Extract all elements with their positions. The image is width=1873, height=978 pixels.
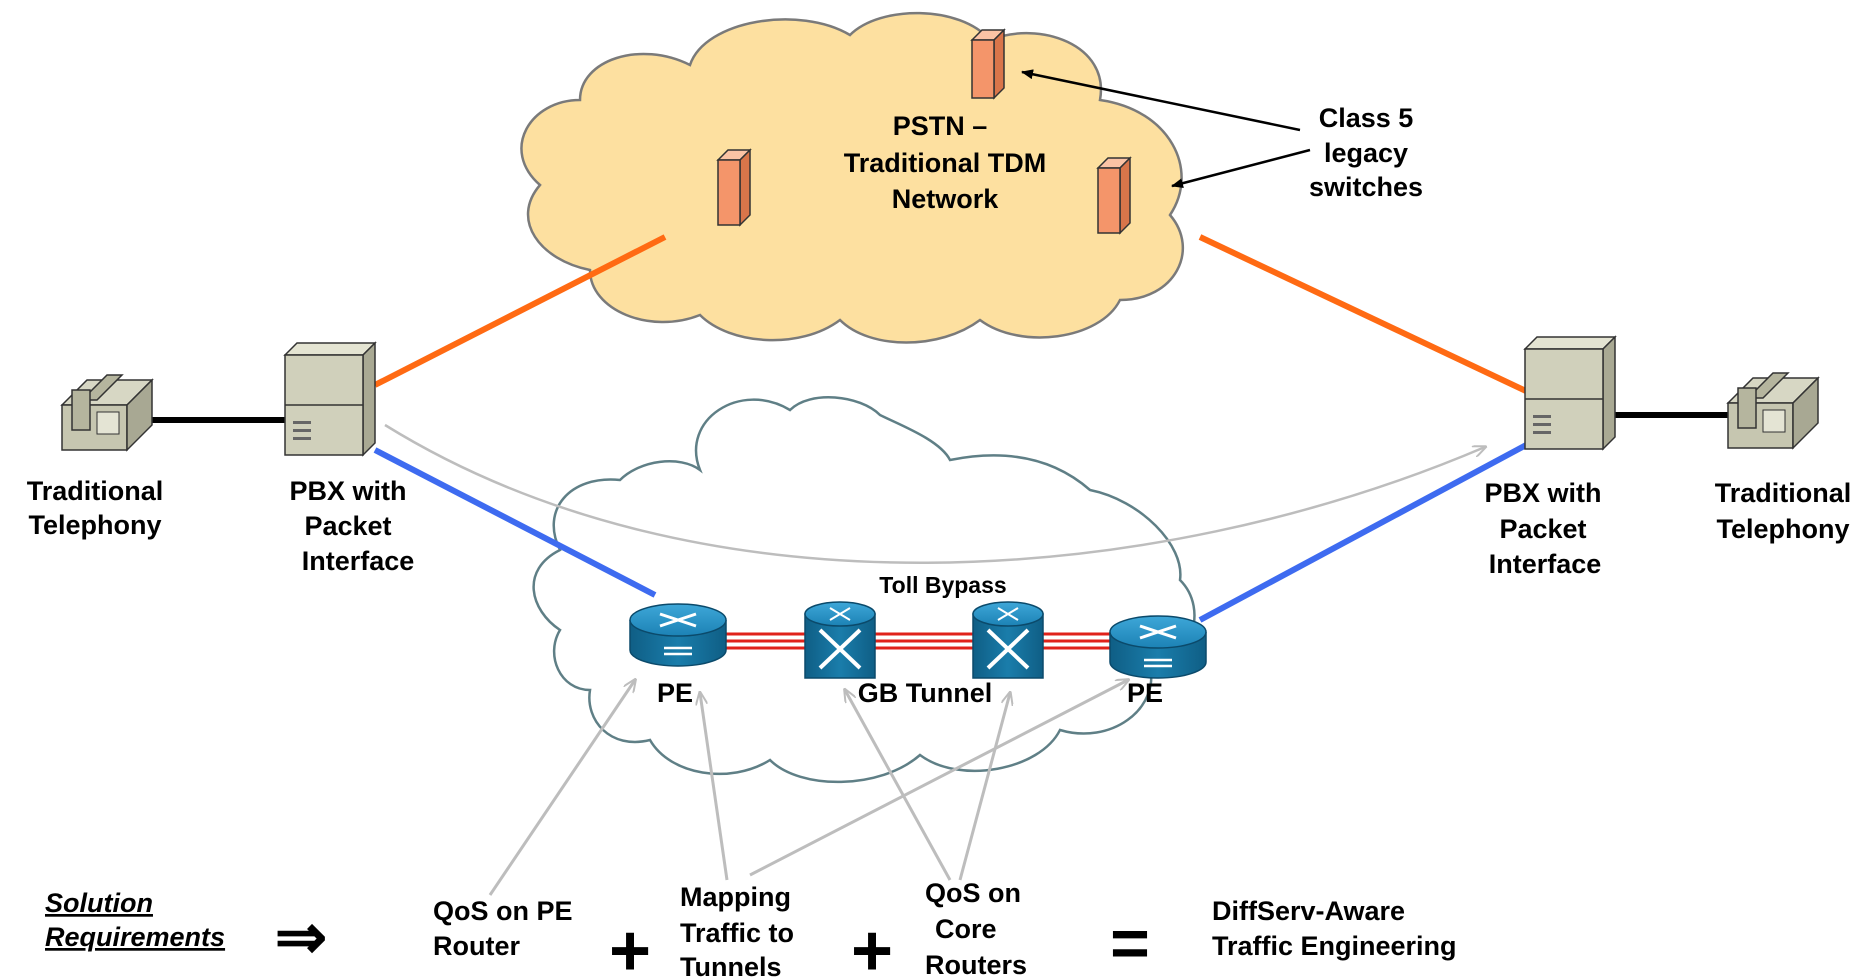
pstn-label-line3: Network <box>892 184 1000 214</box>
solution-label-line1: Solution <box>45 888 153 918</box>
pe-right-label: PE <box>1127 678 1163 708</box>
pstn-label-line2: Traditional TDM <box>844 148 1047 178</box>
pe-router-left-icon <box>629 603 727 667</box>
class5-switch-right <box>1096 156 1132 235</box>
left-pbx-line3: Interface <box>302 546 415 576</box>
class5-arrow-top <box>1021 69 1301 132</box>
plus-sign-1: + <box>609 911 651 978</box>
equals-sign: = <box>1110 905 1150 978</box>
pbx-left-icon <box>283 341 377 457</box>
right-pbx-line1: PBX with <box>1484 478 1601 508</box>
result-line2: Traffic Engineering <box>1212 931 1457 961</box>
pe-router-right-icon <box>1109 615 1207 679</box>
right-telephony-line1: Traditional <box>1715 478 1852 508</box>
toll-bypass-path <box>384 423 1485 564</box>
class5-switch-top <box>970 28 1006 100</box>
req-mapping-line1: Mapping <box>680 882 791 912</box>
core-router-right-icon <box>972 601 1044 679</box>
plus-sign-2: + <box>851 911 893 978</box>
gb-tunnel-line <box>720 632 1120 650</box>
req-qos-core-line2: Core <box>935 914 997 944</box>
class5-label-line1: Class 5 <box>1319 103 1414 133</box>
right-telephony-line2: Telephony <box>1716 514 1849 544</box>
class5-switch-left <box>716 148 752 227</box>
class5-arrow-bottom <box>1171 148 1311 189</box>
req-qos-pe-line2: Router <box>433 931 520 961</box>
req-qos-pe-line1: QoS on PE <box>433 896 573 926</box>
pbx-right-icon <box>1523 335 1617 451</box>
orange-link-right <box>1198 234 1530 395</box>
implies-symbol: ⇒ <box>275 903 327 972</box>
solution-label-line2: Requirements <box>45 922 225 952</box>
left-pbx-line2: Packet <box>304 511 391 541</box>
arrow-mapping-pe-left <box>700 693 729 881</box>
class5-label-line2: legacy <box>1324 138 1408 168</box>
arrow-mapping-pe-right <box>749 680 1128 877</box>
toll-bypass-label: Toll Bypass <box>879 572 1006 598</box>
left-telephony-line1: Traditional <box>27 476 164 506</box>
telephone-left-icon <box>60 374 154 452</box>
pe-left-label: PE <box>657 678 693 708</box>
right-pbx-line3: Interface <box>1489 549 1602 579</box>
left-pbx-line1: PBX with <box>289 476 406 506</box>
blue-link-left <box>373 447 657 598</box>
pstn-label-line1: PSTN – <box>893 111 988 141</box>
telephone-right-icon <box>1726 372 1820 450</box>
class5-label-line3: switches <box>1309 172 1423 202</box>
right-pbx-line2: Packet <box>1499 514 1586 544</box>
gb-tunnel-label: GB Tunnel <box>858 678 993 708</box>
result-line1: DiffServ-Aware <box>1212 896 1405 926</box>
left-telephony-line2: Telephony <box>28 510 161 540</box>
arrow-qos-core-right <box>958 693 1010 881</box>
req-qos-core-line1: QoS on <box>925 878 1021 908</box>
req-mapping-line3: Tunnels <box>680 952 782 978</box>
ip-cloud <box>532 396 1196 784</box>
blue-link-right <box>1198 441 1530 623</box>
req-mapping-line2: Traffic to <box>680 918 794 948</box>
arrow-qos-core-left <box>845 690 952 881</box>
orange-link-left <box>373 234 667 388</box>
arrow-qos-pe <box>488 680 635 896</box>
core-router-left-icon <box>804 601 876 679</box>
req-qos-core-line3: Routers <box>925 950 1027 978</box>
